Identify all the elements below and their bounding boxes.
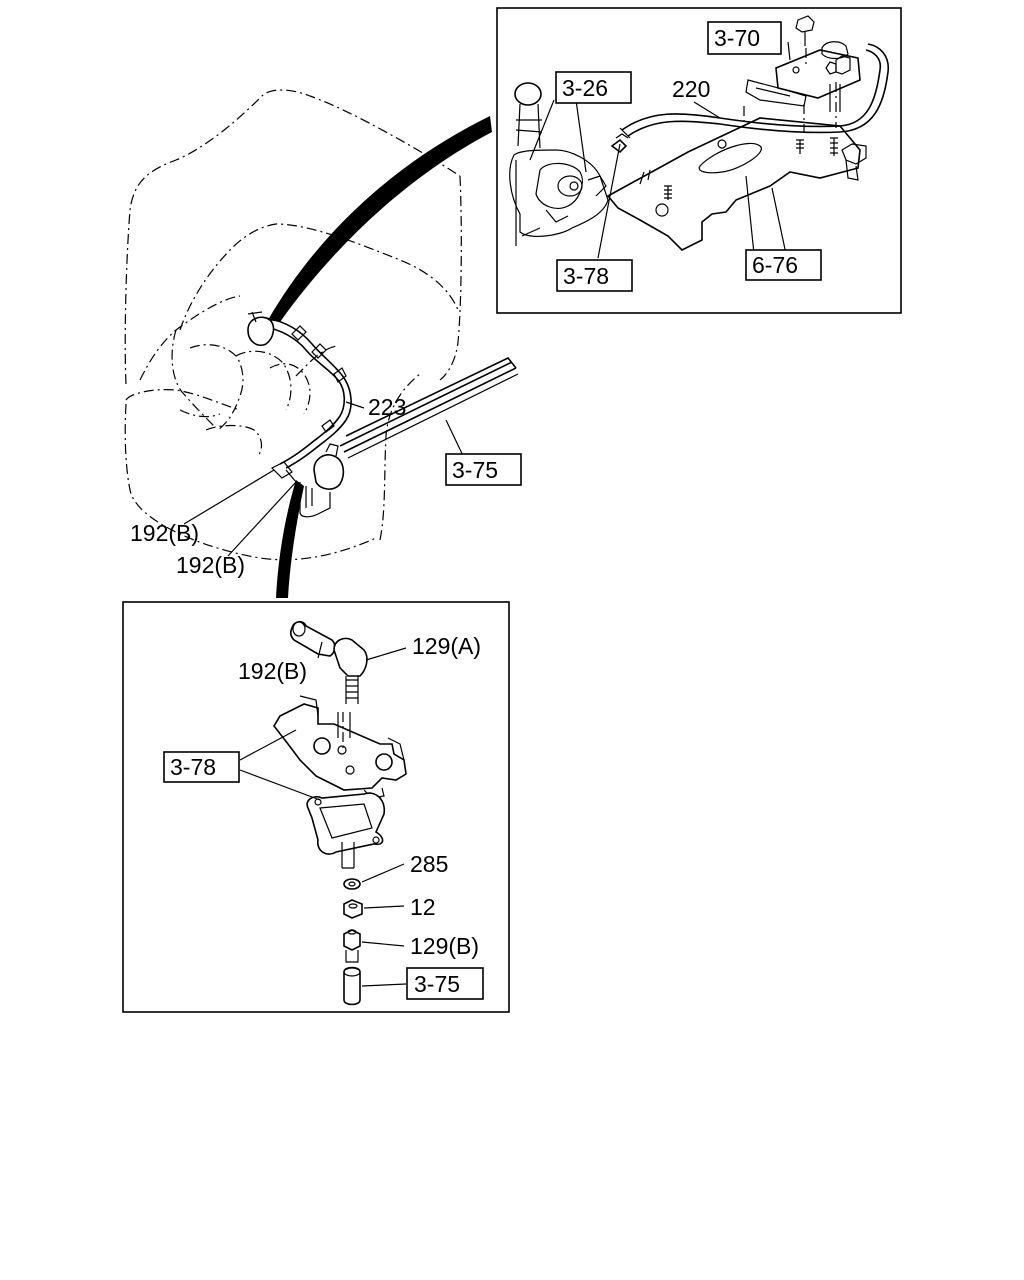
gasket <box>306 792 386 855</box>
label-3-78-top: 3-78 <box>563 263 609 289</box>
label-192b-b: 192(B) <box>176 552 245 578</box>
label-3-75-mid: 3-75 <box>452 457 498 483</box>
label-192b-c: 192(B) <box>238 658 307 684</box>
nut-12 <box>343 899 363 919</box>
label-223: 223 <box>368 394 406 420</box>
fitting-3-78-top <box>610 138 628 154</box>
box-ref-3-75-bottom <box>406 967 484 1000</box>
detail-bottom <box>122 601 510 1013</box>
box-ref-3-78-bottom <box>163 751 240 783</box>
fuel-line-223 <box>261 325 346 465</box>
label-220: 220 <box>672 76 710 102</box>
elbow-129a <box>333 637 368 677</box>
label-285: 285 <box>410 851 448 877</box>
washer-285 <box>343 878 361 890</box>
label-3-26: 3-26 <box>562 75 608 101</box>
label-129a: 129(A) <box>412 633 481 659</box>
hose-220 <box>621 49 882 131</box>
label-3-70: 3-70 <box>714 25 760 51</box>
lower-fitting-cluster <box>313 454 345 490</box>
detail-bottom-frame <box>122 601 510 1013</box>
tube-3-75 <box>343 966 361 1006</box>
label-12: 12 <box>410 894 436 920</box>
detail-arrow-top <box>268 116 492 322</box>
leader-lines <box>183 41 791 987</box>
label-3-75-bottom: 3-75 <box>414 971 460 997</box>
bracket-plate-6-76 <box>606 117 861 251</box>
label-6-76: 6-76 <box>752 252 798 278</box>
pump-knob <box>514 82 542 106</box>
detail-top-right <box>496 7 902 314</box>
label-3-78-bottom: 3-78 <box>170 754 216 780</box>
truck-cab-assembly <box>124 89 519 561</box>
box-ref-3-70 <box>707 21 782 55</box>
box-ref-3-75-mid <box>445 453 522 486</box>
detail-arrow-bottom <box>276 480 304 598</box>
label-192b-a: 192(B) <box>130 520 199 546</box>
box-ref-6-76 <box>745 249 822 281</box>
tube-192b <box>289 620 336 657</box>
pump-housing <box>509 149 609 237</box>
detail-top-frame <box>496 7 902 314</box>
pump-top-small <box>247 316 275 346</box>
fitting-129b <box>343 929 361 951</box>
box-ref-3-26 <box>555 71 632 104</box>
box-ref-3-78-top <box>556 259 633 292</box>
label-129b: 129(B) <box>410 933 479 959</box>
